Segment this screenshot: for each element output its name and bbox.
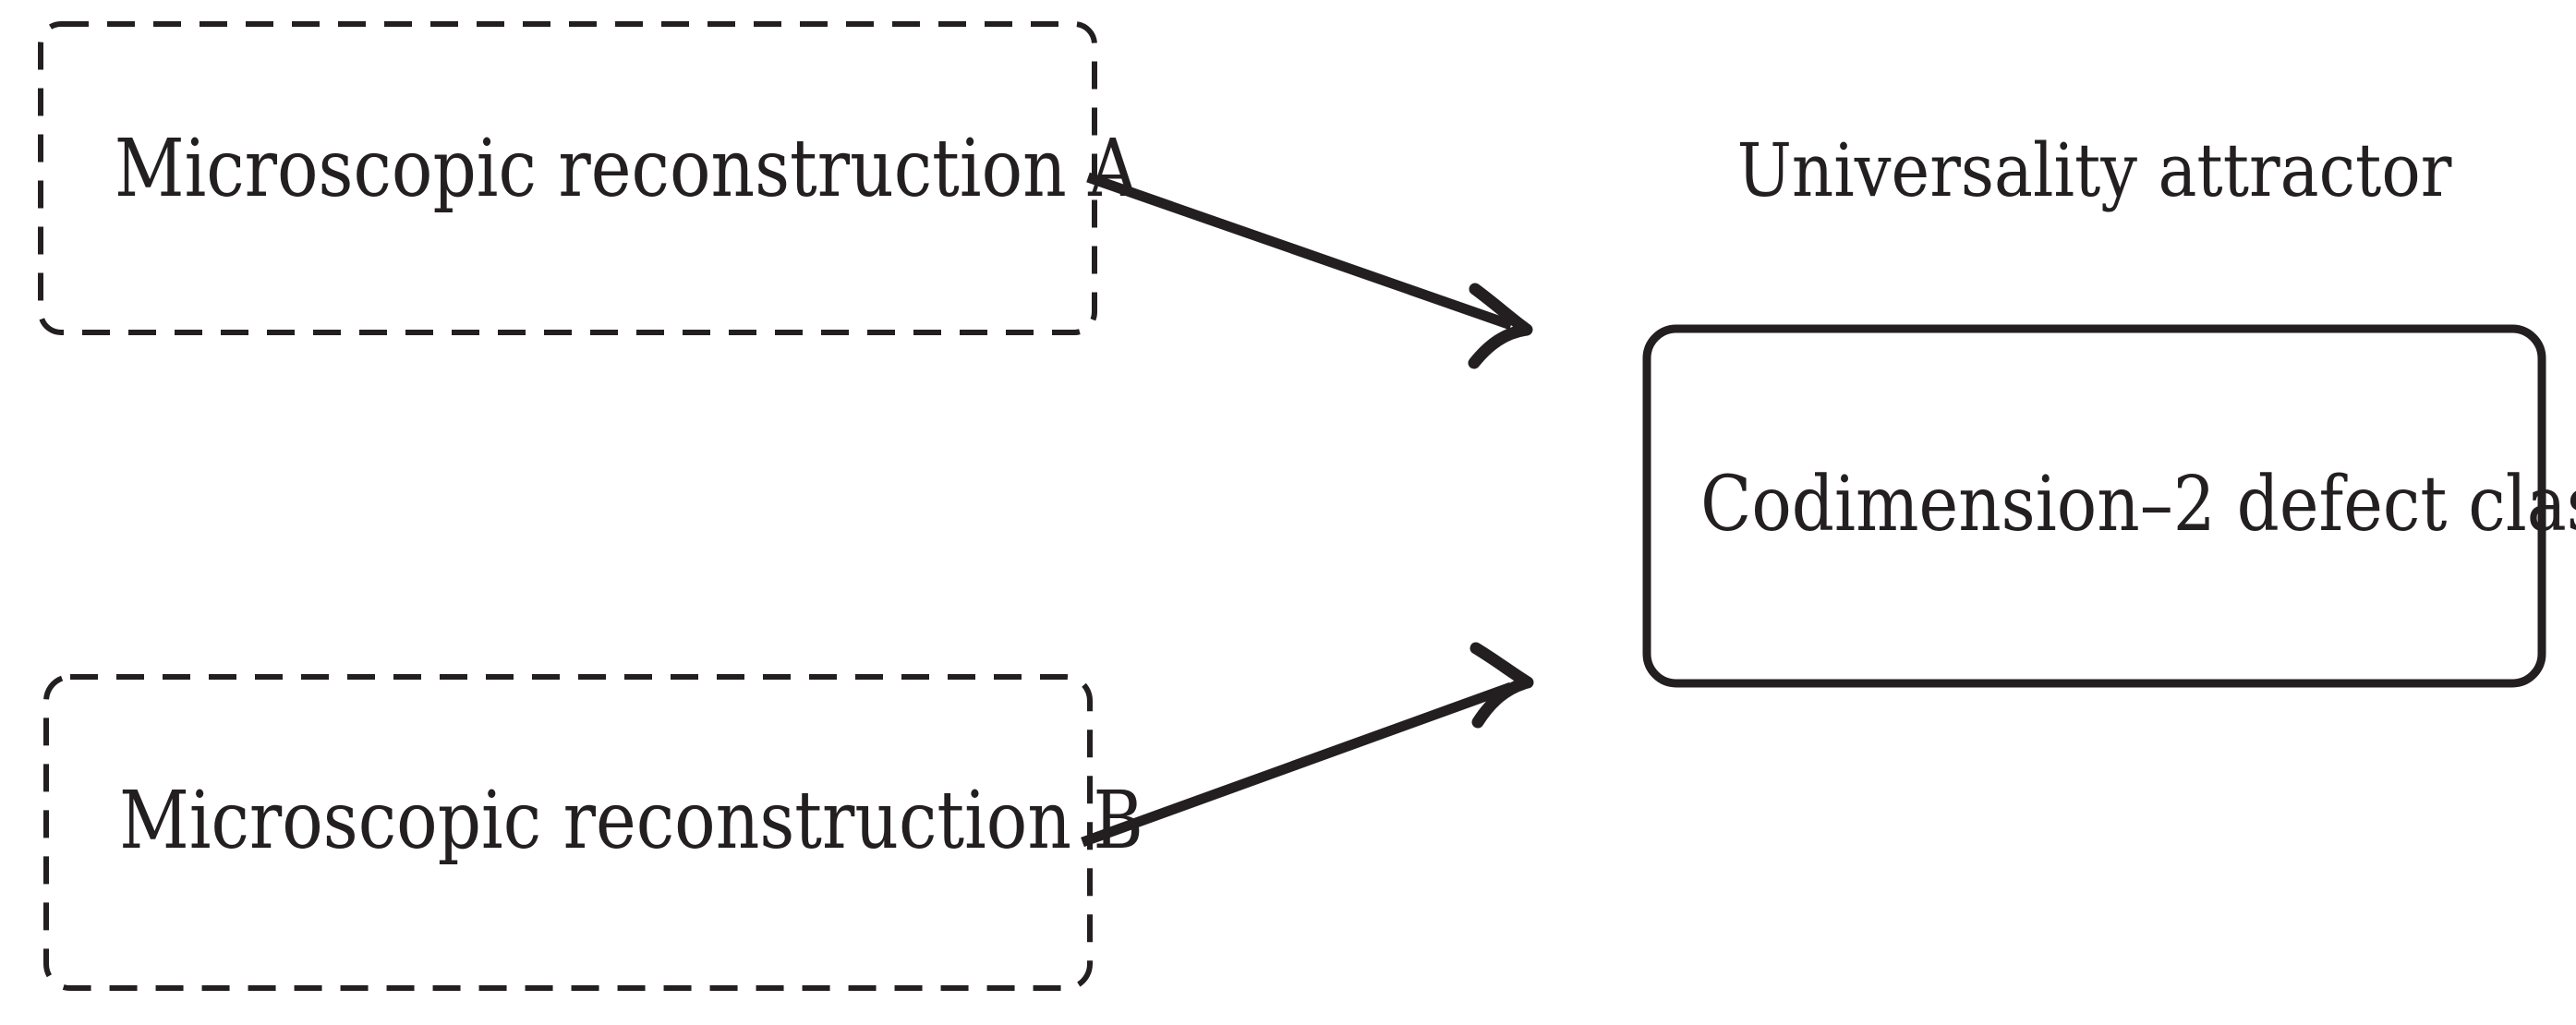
node-recon-a-label: Microscopic reconstruction A [114,123,1138,215]
node-recon-b-label: Microscopic reconstruction B [119,775,1143,867]
edge-b-arrowhead-icon [1469,642,1534,729]
edge-b-shaft [1081,681,1513,848]
edge-recon-b-to-defect-class [1081,642,1534,848]
edge-a-shaft [1086,172,1513,331]
node-defect-class-label: Codimension–2 defect class [1700,461,2576,549]
edge-a-arrowhead-icon [1468,283,1533,369]
edge-recon-a-to-defect-class [1086,172,1533,369]
node-defect-class-box[interactable] [1642,324,2546,688]
node-recon-b-box[interactable] [43,674,1093,991]
universality-attractor-caption: Universality attractor [1736,127,2452,213]
